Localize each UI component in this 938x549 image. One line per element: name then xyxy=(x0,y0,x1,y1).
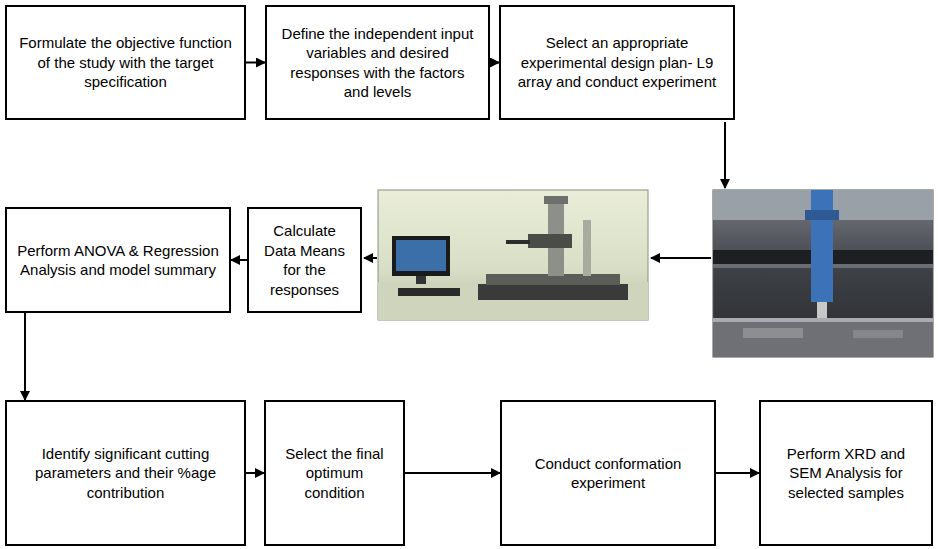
process-box: Formulate the objective function of the … xyxy=(5,5,246,120)
text-group: Conduct conformation experiment xyxy=(512,454,704,493)
process-box: Perform ANOVA & Regression Analysis and … xyxy=(5,207,231,313)
text-group: Perform XRD and SEM Analysis for selecte… xyxy=(771,444,921,503)
box-label: Identify significant cutting parameters … xyxy=(17,444,234,503)
profilometer-photo xyxy=(378,190,648,320)
box-label: Perform ANOVA & Regression Analysis and … xyxy=(17,241,219,280)
text-group: Perform ANOVA & Regression Analysis and … xyxy=(17,241,219,280)
text-group: Identify significant cutting parameters … xyxy=(17,444,234,503)
text-group: Formulate the objective function of the … xyxy=(17,33,234,92)
process-box: Conduct conformation experiment xyxy=(500,400,716,546)
flow-arrow xyxy=(246,62,265,64)
box-label: Define the independent input variables a… xyxy=(277,24,478,102)
text-group: Calculate Data Means for the responses xyxy=(259,221,350,299)
box-label: Select an appropriate experimental desig… xyxy=(511,33,723,92)
box-label: Perform XRD and SEM Analysis for selecte… xyxy=(771,444,921,503)
flow-arrow xyxy=(364,257,377,259)
flow-arrow xyxy=(24,313,26,400)
process-box: Identify significant cutting parameters … xyxy=(5,400,246,546)
flow-arrow xyxy=(716,472,759,474)
process-box: Define the independent input variables a… xyxy=(265,5,490,120)
box-label: Calculate Data Means for the responses xyxy=(259,221,350,299)
process-box: Select the final optimum condition xyxy=(264,400,405,546)
text-group: Define the independent input variables a… xyxy=(277,24,478,102)
box-label: Formulate the objective function of the … xyxy=(17,33,234,92)
text-group: Select an appropriate experimental desig… xyxy=(511,33,723,92)
flow-arrow xyxy=(405,472,500,474)
flow-arrow xyxy=(246,472,264,474)
waterjet-machine-photo xyxy=(713,190,933,357)
flow-arrow xyxy=(724,122,726,188)
box-label: Select the final optimum condition xyxy=(276,444,393,503)
process-box: Perform XRD and SEM Analysis for selecte… xyxy=(759,400,933,546)
process-box: Select an appropriate experimental desig… xyxy=(499,5,735,120)
flow-arrow xyxy=(231,259,247,261)
process-box: Calculate Data Means for the responses xyxy=(247,207,362,313)
text-group: Select the final optimum condition xyxy=(276,444,393,503)
flow-arrow xyxy=(651,257,711,259)
box-label: Conduct conformation experiment xyxy=(512,454,704,493)
flow-arrow xyxy=(490,62,499,64)
